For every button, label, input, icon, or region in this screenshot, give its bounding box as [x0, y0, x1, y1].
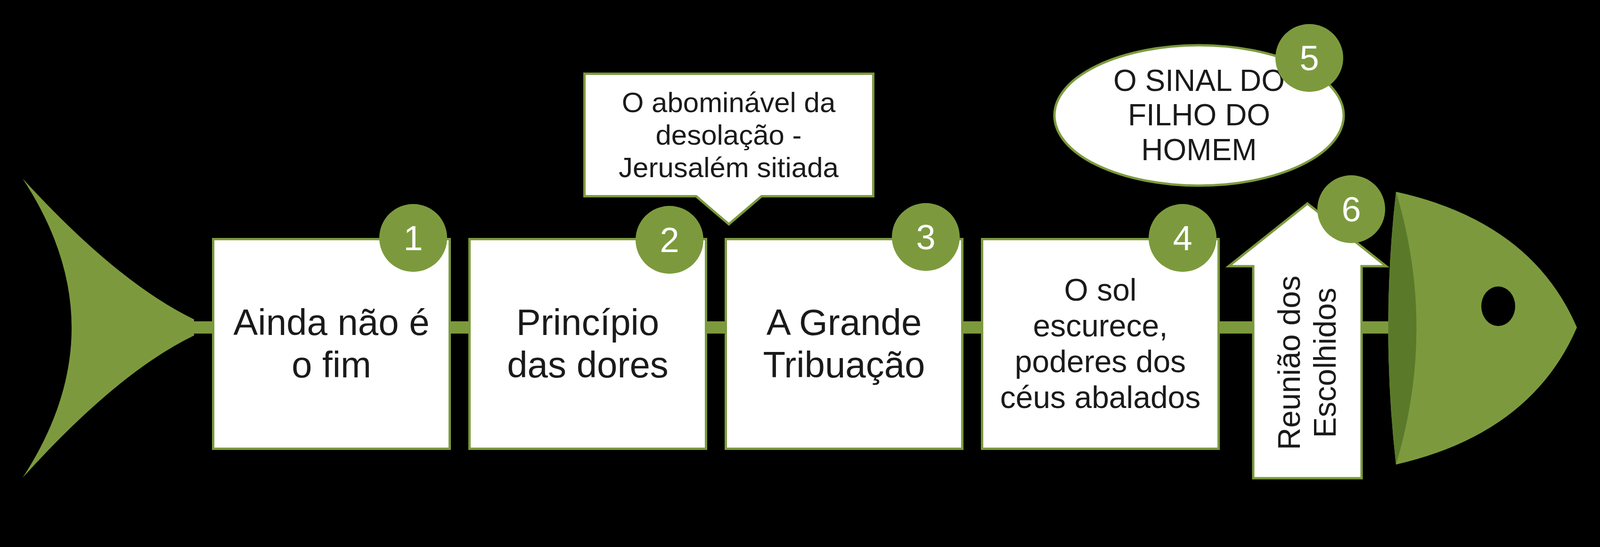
callout-number: 2	[635, 205, 704, 274]
vertical-label: Reunião dos Escolhidos	[1271, 252, 1344, 474]
callout-number: 1	[379, 204, 448, 272]
node-text: O sol escurece, poderes dos céus abalado…	[996, 272, 1205, 416]
spine-connector	[963, 321, 981, 334]
node-text: Princípio das dores	[484, 301, 692, 386]
fish-gill	[1388, 191, 1417, 465]
node-text: Ainda não é o fim	[228, 301, 436, 386]
callout-pointer	[693, 195, 765, 229]
fish-tail	[22, 178, 195, 478]
fish-eye	[1481, 286, 1516, 327]
fish-head	[1388, 191, 1578, 465]
callout-number: 4	[1148, 204, 1217, 272]
spine-connector	[707, 321, 725, 334]
node-text: A Grande Tribuação	[740, 301, 948, 386]
callout-number: 6	[1317, 175, 1386, 244]
pointer-fill	[695, 194, 762, 225]
callout-number: 5	[1275, 24, 1344, 92]
callout-number: 3	[891, 203, 960, 271]
node-text: O abominável da desolação - Jerusalém si…	[596, 86, 861, 184]
spine-connector	[1219, 321, 1254, 334]
pointer-outline	[695, 195, 762, 225]
spine-connector	[450, 321, 469, 334]
callout-box: O abominável da desolação - Jerusalém si…	[583, 72, 875, 198]
node-text: O SINAL DO FILHO DO HOMEM	[1111, 63, 1287, 168]
arrow-shape	[1228, 203, 1387, 479]
spine-segment	[190, 321, 215, 334]
gathering-arrow: Reunião dos Escolhidos	[1253, 267, 1362, 480]
